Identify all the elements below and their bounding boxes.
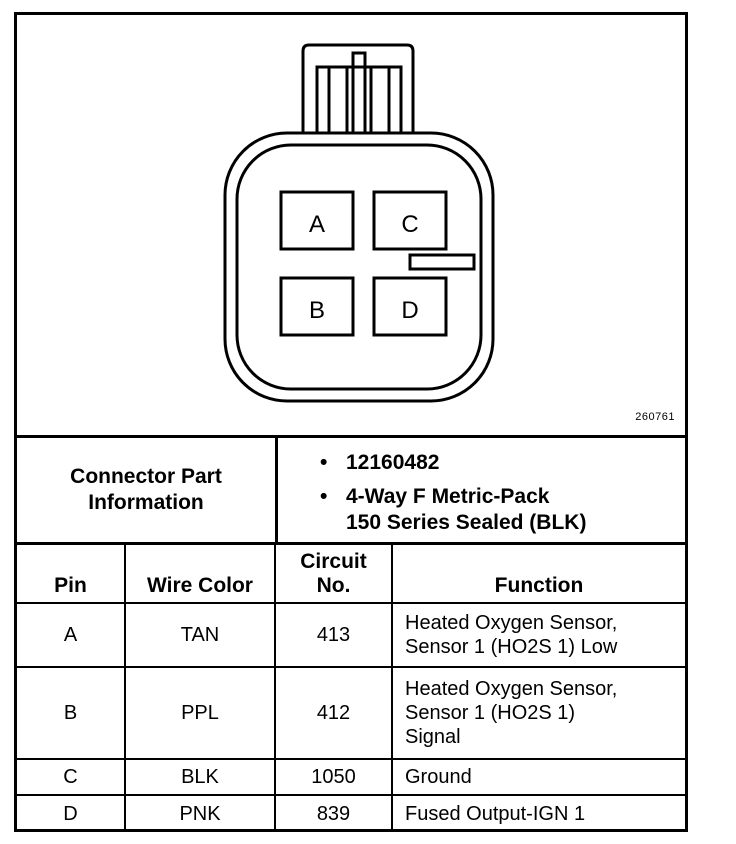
connector-body-inner	[235, 143, 483, 391]
part-description-item: • 4-Way F Metric-Pack 150 Series Sealed …	[320, 484, 586, 536]
part-number: 12160482	[346, 451, 440, 474]
part-description-line2: 150 Series Sealed (BLK)	[346, 511, 587, 534]
table-row: D PNK 839 Fused Output-IGN 1	[17, 794, 685, 831]
part-info-label-line1: Connector Part	[70, 465, 222, 488]
figure-id: 260761	[635, 411, 675, 423]
wire-color-cell: PPL	[124, 666, 276, 760]
table-row: B PPL 412 Heated Oxygen Sensor, Sensor 1…	[17, 666, 685, 760]
circuit-cell: 413	[274, 602, 393, 668]
table-row: A TAN 413 Heated Oxygen Sensor, Sensor 1…	[17, 602, 685, 668]
pinout-table: Pin Wire Color Circuit No. Function A TA…	[17, 542, 685, 831]
circuit-cell: 412	[274, 666, 393, 760]
wire-color-cell: PNK	[124, 794, 276, 831]
pin-cell: C	[17, 758, 126, 796]
function-cell: Fused Output-IGN 1	[391, 794, 685, 831]
part-info-label: Connector Part Information	[17, 438, 278, 542]
circuit-cell: 1050	[274, 758, 393, 796]
function-line: Heated Oxygen Sensor,	[405, 612, 618, 634]
key-slot	[408, 253, 476, 271]
function-line: Signal	[405, 726, 461, 748]
connector-part-info: Connector Part Information • 12160482 • …	[17, 438, 685, 545]
connector-diagram: A C B D 260761	[17, 15, 685, 438]
part-description-line1: 4-Way F Metric-Pack	[346, 485, 550, 508]
cavity-d	[372, 276, 448, 337]
header-circuit: Circuit No.	[274, 542, 393, 604]
header-circuit-line2: No.	[316, 574, 351, 597]
pin-cell: B	[17, 666, 126, 760]
pin-cell: A	[17, 602, 126, 668]
function-cell: Heated Oxygen Sensor, Sensor 1 (HO2S 1) …	[391, 602, 685, 668]
cavity-a	[279, 190, 355, 251]
cavity-label-d: D	[401, 297, 418, 324]
bullet-icon: •	[320, 485, 328, 508]
bullet-icon: •	[320, 451, 328, 474]
cavity-label-c: C	[401, 211, 418, 238]
function-line: Heated Oxygen Sensor,	[405, 678, 618, 700]
wire-color-cell: TAN	[124, 602, 276, 668]
function-line: Sensor 1 (HO2S 1) Low	[405, 636, 618, 658]
circuit-cell: 839	[274, 794, 393, 831]
pin-cell: D	[17, 794, 126, 831]
part-description: 4-Way F Metric-Pack 150 Series Sealed (B…	[346, 484, 586, 536]
part-number-item: • 12160482	[320, 450, 439, 476]
connector-sheet: A C B D 260761 Connector Part Informatio…	[14, 12, 688, 832]
table-row: C BLK 1050 Ground	[17, 758, 685, 796]
function-line: Sensor 1 (HO2S 1)	[405, 702, 576, 724]
cavity-label-a: A	[309, 211, 325, 238]
wire-color-cell: BLK	[124, 758, 276, 796]
function-cell: Heated Oxygen Sensor, Sensor 1 (HO2S 1) …	[391, 666, 685, 760]
header-wire-color: Wire Color	[124, 542, 276, 604]
connector-latch	[301, 43, 415, 139]
pinout-header-row: Pin Wire Color Circuit No. Function	[17, 542, 685, 604]
header-circuit-line1: Circuit	[300, 550, 367, 573]
header-function: Function	[391, 542, 685, 604]
cavity-label-b: B	[309, 297, 325, 324]
cavity-b	[279, 276, 355, 337]
header-pin: Pin	[17, 542, 126, 604]
connector-face-drawing: A C B D	[223, 43, 495, 403]
part-info-label-line2: Information	[88, 491, 204, 514]
cavity-c	[372, 190, 448, 251]
part-info-values: • 12160482 • 4-Way F Metric-Pack 150 Ser…	[278, 438, 685, 542]
function-cell: Ground	[391, 758, 685, 796]
